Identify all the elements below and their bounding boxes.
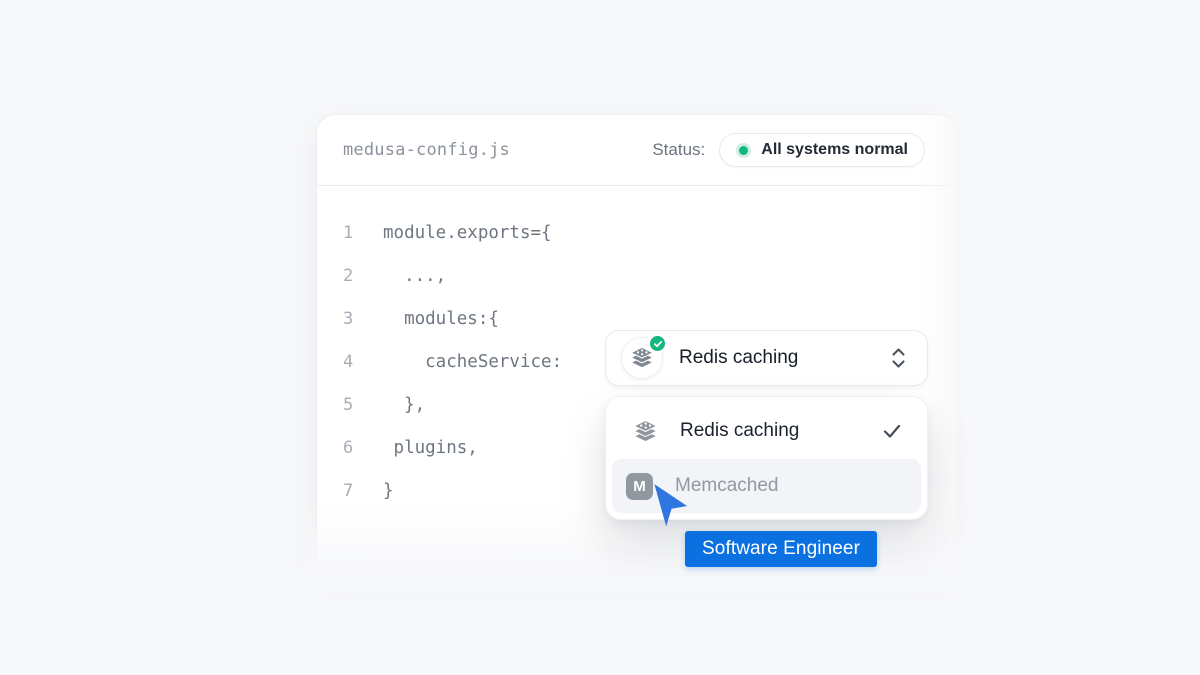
select-value: Redis caching bbox=[679, 347, 799, 368]
code-text: plugins, bbox=[383, 437, 478, 458]
verified-check-icon bbox=[648, 334, 667, 353]
code-line: 5 }, bbox=[343, 383, 957, 426]
code-line: 2 ..., bbox=[343, 254, 957, 297]
line-number: 5 bbox=[343, 394, 354, 415]
redis-stack-icon bbox=[621, 334, 667, 379]
code-line: 1 module.exports={ bbox=[343, 211, 957, 254]
code-line: 3 modules:{ bbox=[343, 297, 957, 340]
option-label: Redis caching bbox=[680, 420, 800, 441]
cache-options-menu: Redis caching M Memcached bbox=[605, 396, 928, 520]
code-text: module.exports={ bbox=[383, 222, 552, 243]
line-number: 4 bbox=[343, 351, 354, 372]
code-text: } bbox=[383, 480, 394, 501]
cache-service-select[interactable]: Redis caching bbox=[605, 330, 928, 386]
status-badge: All systems normal bbox=[719, 133, 925, 167]
memcached-m-icon: M bbox=[626, 472, 653, 500]
code-text: }, bbox=[383, 394, 426, 415]
status-label: Status: bbox=[652, 140, 706, 159]
status-dot-icon bbox=[736, 142, 752, 158]
code-line: 4 cacheService: bbox=[343, 340, 957, 383]
code-block: 1 module.exports={ 2 ..., 3 modules:{ 4 … bbox=[317, 186, 957, 512]
code-text: ..., bbox=[383, 265, 447, 286]
collaborator-role: Software Engineer bbox=[702, 538, 861, 559]
code-line: 7 } bbox=[343, 469, 957, 512]
status-text: All systems normal bbox=[761, 141, 908, 158]
line-number: 6 bbox=[343, 437, 354, 458]
code-line: 6 plugins, bbox=[343, 426, 957, 469]
code-text: modules:{ bbox=[383, 308, 499, 329]
editor-header: medusa-config.js Status: All systems nor… bbox=[317, 115, 957, 185]
status-group: Status: All systems normal bbox=[652, 133, 925, 167]
code-text: cacheService: bbox=[383, 351, 563, 372]
line-number: 7 bbox=[343, 480, 354, 501]
mouse-cursor-icon bbox=[654, 484, 688, 527]
line-number: 3 bbox=[343, 308, 354, 329]
file-name: medusa-config.js bbox=[343, 140, 510, 160]
collaborator-label: Software Engineer bbox=[685, 531, 878, 567]
line-number: 1 bbox=[343, 222, 354, 243]
line-number: 2 bbox=[343, 265, 354, 286]
selected-check-icon bbox=[881, 420, 903, 442]
header-divider bbox=[317, 185, 957, 186]
memcached-letter: M bbox=[633, 477, 646, 495]
select-chevrons-icon bbox=[890, 345, 907, 371]
option-label: Memcached bbox=[675, 475, 779, 496]
option-redis-caching[interactable]: Redis caching bbox=[612, 403, 921, 459]
redis-stack-icon bbox=[633, 419, 658, 442]
